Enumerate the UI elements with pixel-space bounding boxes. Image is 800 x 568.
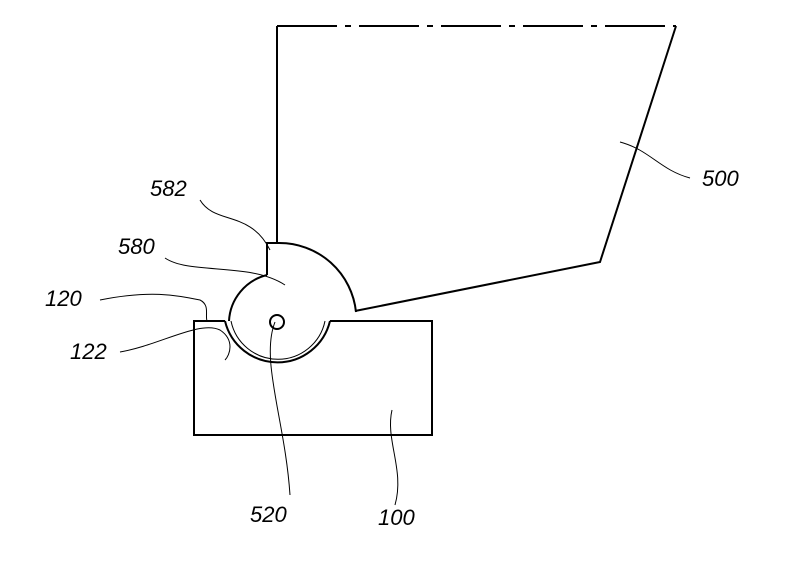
label-122: 122	[70, 339, 107, 364]
base-100	[193, 320, 433, 436]
label-120: 120	[45, 286, 82, 311]
pivot-520	[269, 314, 285, 330]
label-500: 500	[702, 166, 739, 191]
label-520: 520	[250, 502, 287, 527]
label-100: 100	[378, 505, 415, 530]
plate-500	[276, 25, 677, 312]
hinge-body-580	[228, 241, 357, 330]
label-580: 580	[118, 234, 155, 259]
label-582: 582	[150, 176, 187, 201]
leader-lines	[99, 141, 691, 506]
